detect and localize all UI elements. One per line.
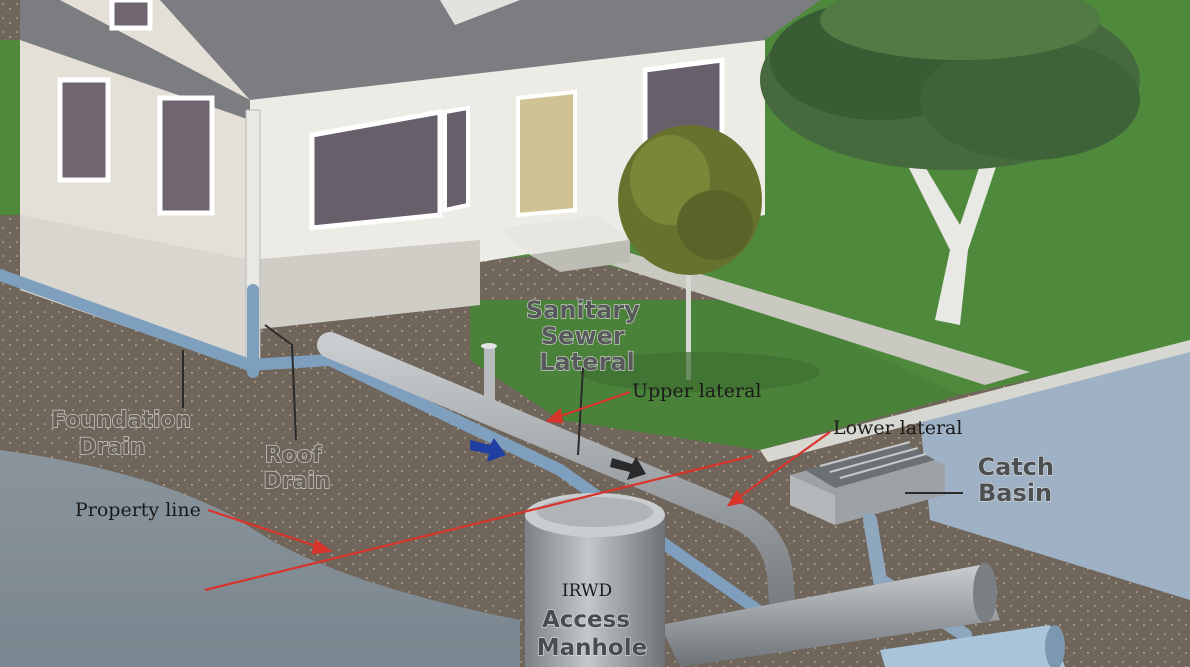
sanitary-sewer-lateral-label: Sanitary Sewer Lateral xyxy=(526,296,648,376)
sanitary-sewer-lateral-line-2: Sewer xyxy=(541,322,625,350)
property-line-label: Property line xyxy=(75,499,201,521)
foundation-drain-line-2: Drain xyxy=(78,435,145,460)
catch-basin-label: Catch Basin xyxy=(978,453,1063,507)
lower-lateral-label: Lower lateral xyxy=(833,417,962,439)
property-line-marker xyxy=(204,454,753,592)
small-tree xyxy=(580,125,820,392)
left-grass xyxy=(0,40,25,215)
large-tree xyxy=(760,0,1140,325)
foundation-to-street-pipe xyxy=(324,354,806,646)
catch-basin-line-1: Catch xyxy=(978,453,1055,481)
sidewalk xyxy=(580,250,1030,385)
house xyxy=(20,0,820,371)
main-sewer-pipe xyxy=(660,563,1065,667)
roof-drain-line-1: Roof xyxy=(265,443,322,468)
curb xyxy=(760,340,1190,462)
sanitary-sewer-lateral-line-3: Lateral xyxy=(539,348,635,376)
water-area xyxy=(0,450,520,667)
manhole-structure xyxy=(525,493,665,667)
manhole-label-line-1: IRWD xyxy=(562,581,612,601)
foundation-drain-line-1: Foundation xyxy=(51,408,191,433)
street xyxy=(920,345,1190,600)
cleanout-cap xyxy=(481,343,497,349)
foundation-drain-label: Foundation Drain xyxy=(51,408,199,460)
upper-lateral-label: Upper lateral xyxy=(632,380,761,402)
pointer-arrows xyxy=(207,390,831,555)
roof-drain-line-2: Drain xyxy=(263,469,330,494)
manhole-label-line-2: Access xyxy=(542,607,630,633)
cleanout xyxy=(484,346,495,406)
manhole-label: Access Manhole xyxy=(537,607,647,661)
sanitary-lateral-pipe xyxy=(317,332,798,653)
catch-basin-line-2: Basin xyxy=(978,479,1052,507)
roof-drain-label: Roof Drain xyxy=(263,443,330,494)
leader-lines xyxy=(182,324,963,494)
manhole-label-line-3: Manhole xyxy=(537,635,647,661)
sanitary-sewer-lateral-line-1: Sanitary xyxy=(526,296,640,324)
flow-arrow-dark xyxy=(610,457,646,480)
flow-arrow-blue xyxy=(470,438,506,462)
